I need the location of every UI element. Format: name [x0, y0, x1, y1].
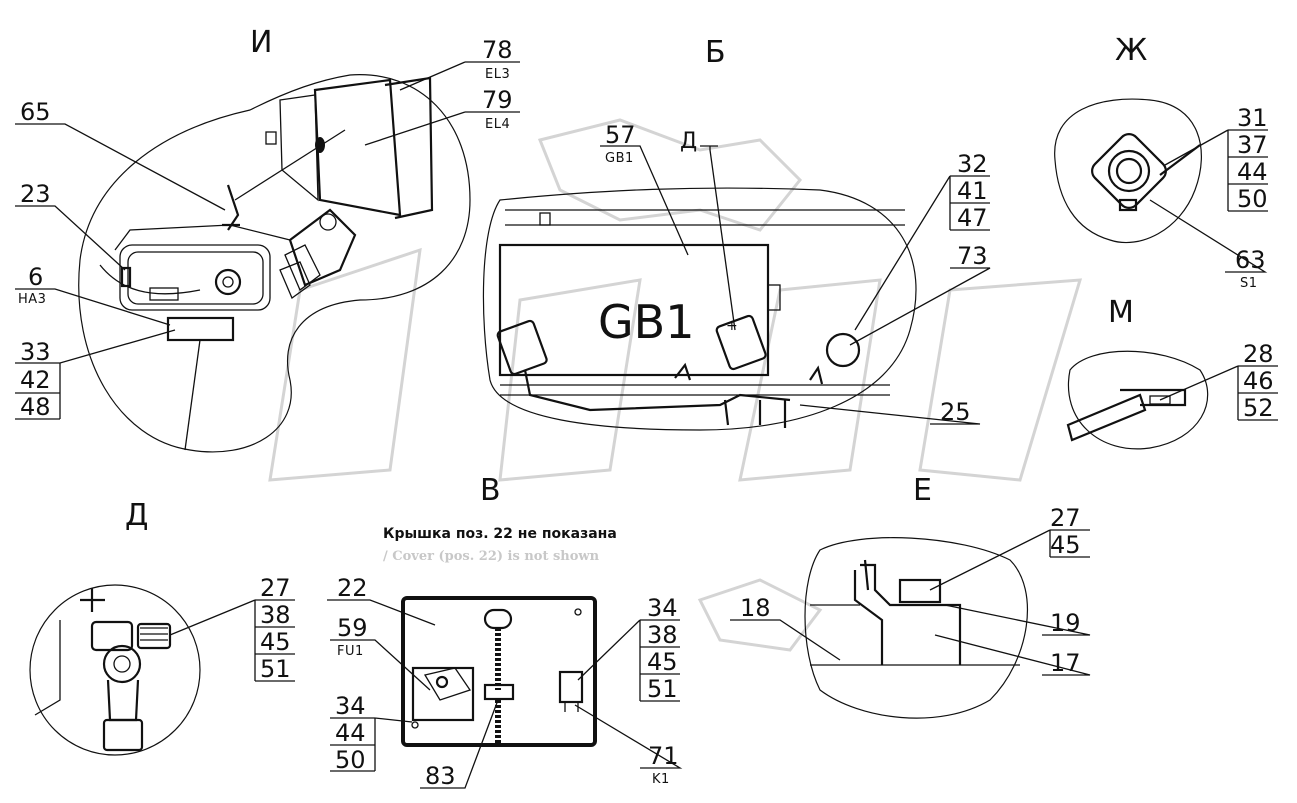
callout-38-v: 38	[647, 621, 678, 649]
callout-41: 41	[957, 177, 988, 205]
view-e-drawing	[804, 537, 1028, 719]
note-cover-ru: Крышка поз. 22 не показана	[383, 526, 617, 542]
callout-50-v: 50	[335, 746, 366, 774]
callout-17: 17	[1050, 649, 1081, 677]
callout-65: 65	[20, 98, 51, 126]
callout-46: 46	[1243, 367, 1274, 395]
callout-19: 19	[1050, 609, 1081, 637]
callout-59: 59	[337, 614, 368, 642]
view-title-m: М	[1108, 295, 1134, 330]
view-b-drawing: GB1 +	[482, 187, 917, 431]
callout-28: 28	[1243, 340, 1274, 368]
view-title-i: И	[250, 25, 272, 60]
view-i-drawing	[78, 74, 471, 453]
view-title-b: Б	[705, 35, 726, 70]
callout-57-designation: GB1	[605, 151, 634, 166]
callout-50-zh: 50	[1237, 185, 1268, 213]
callout-83: 83	[425, 762, 456, 790]
callout-78: 78	[482, 36, 513, 64]
view-title-e: Е	[913, 473, 932, 508]
view-title-v: В	[480, 473, 501, 508]
callout-63-designation: S1	[1240, 276, 1258, 291]
view-zh-drawing	[1054, 98, 1202, 244]
callout-27-d: 27	[260, 574, 291, 602]
callout-45-e: 45	[1050, 531, 1081, 559]
callout-52: 52	[1243, 394, 1274, 422]
callout-33: 33	[20, 338, 51, 366]
callout-44-v: 44	[335, 719, 366, 747]
callout-73: 73	[957, 242, 988, 270]
callout-25: 25	[940, 398, 971, 426]
note-cover-en: / Cover (pos. 22) is not shown	[383, 549, 600, 564]
callout-79: 79	[482, 86, 513, 114]
callout-6-designation: HA3	[18, 292, 46, 307]
callout-37: 37	[1237, 131, 1268, 159]
view-v-drawing	[401, 596, 597, 747]
callout-51-d: 51	[260, 655, 291, 683]
callout-48: 48	[20, 393, 51, 421]
callout-71: 71	[648, 742, 679, 770]
callout-57: 57	[605, 121, 636, 149]
view-title-zh: Ж	[1115, 33, 1147, 68]
plus-terminal-icon	[80, 588, 105, 612]
callout-71-designation: K1	[652, 772, 670, 787]
callout-59-designation: FU1	[337, 644, 364, 659]
callout-47: 47	[957, 204, 988, 232]
callout-45-d: 45	[260, 628, 291, 656]
callout-38-d: 38	[260, 601, 291, 629]
battery-label: GB1	[598, 295, 694, 349]
callout-22: 22	[337, 574, 368, 602]
callout-42: 42	[20, 366, 51, 394]
callout-32: 32	[957, 150, 988, 178]
callout-23: 23	[20, 180, 51, 208]
callout-18: 18	[740, 594, 771, 622]
callout-45-v: 45	[647, 648, 678, 676]
callout-31: 31	[1237, 104, 1268, 132]
callout-44-zh: 44	[1237, 158, 1268, 186]
callout-34-right: 34	[647, 594, 678, 622]
callout-51-v: 51	[647, 675, 678, 703]
view-ref-d: Д	[680, 129, 697, 154]
callout-63: 63	[1235, 246, 1266, 274]
callout-78-designation: EL3	[485, 67, 510, 82]
callout-34-left: 34	[335, 692, 366, 720]
view-title-d: Д	[125, 498, 148, 533]
callout-79-designation: EL4	[485, 117, 510, 132]
callout-27-e: 27	[1050, 504, 1081, 532]
view-d-drawing	[29, 584, 201, 756]
plus-terminal-icon: +	[726, 318, 738, 334]
callout-6: 6	[28, 263, 43, 291]
view-m-drawing	[1066, 350, 1209, 450]
